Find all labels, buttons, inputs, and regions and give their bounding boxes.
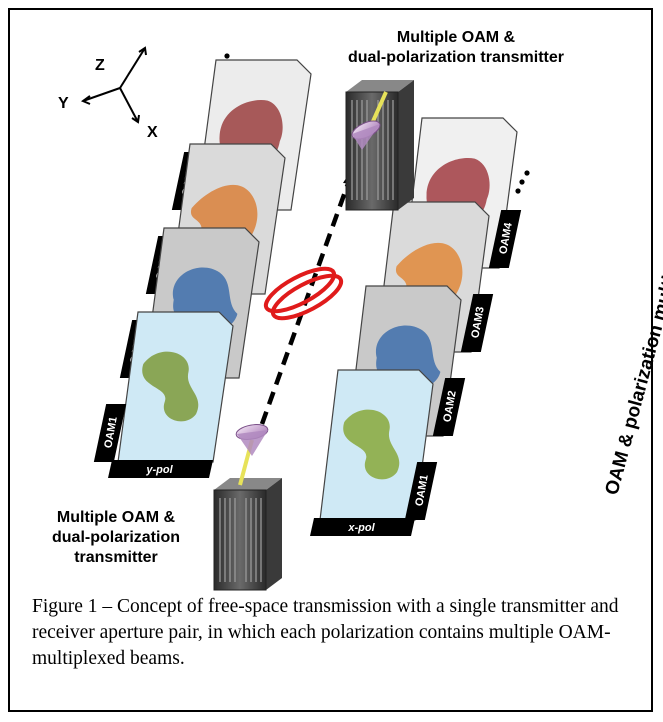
bottom-label-line2: dual-polarization	[52, 529, 180, 546]
y-pol-beam-stack: OAM4OAM3OAM2OAM1y-pol	[93, 59, 312, 478]
y-pol-oam1-panel: OAM1	[93, 311, 234, 463]
y-pol-oam1-tab	[93, 404, 127, 462]
top-label-line1: Multiple OAM &	[397, 29, 516, 46]
y-pol-beam-profile-1	[142, 351, 199, 422]
x-pol-oam2-label: OAM2	[441, 390, 458, 423]
coordinate-axes	[80, 46, 147, 124]
top-label-line2: dual-polarization transmitter	[348, 49, 564, 66]
y-pol-pol-tab: y-pol	[108, 460, 213, 478]
top-lens-icon	[351, 91, 388, 150]
x-axis-label: X	[147, 124, 158, 141]
x-pol-oam3-tab	[460, 294, 494, 352]
figure-frame	[8, 8, 653, 712]
right-stack-more-dots	[515, 170, 530, 194]
z-axis-label: Z	[95, 57, 105, 74]
y-axis-label: Y	[58, 95, 69, 112]
bottom-transmitter-rack-icon	[213, 478, 282, 591]
x-pol-oam1-label: OAM1	[413, 474, 430, 507]
y-pol-oam1-label: OAM1	[102, 416, 119, 449]
x-pol-oam4-label: OAM4	[497, 221, 514, 255]
x-pol-oam1-tab	[404, 462, 438, 520]
figure-caption: Figure 1 – Concept of free-space transmi…	[32, 596, 619, 669]
bottom-label-line3: transmitter	[74, 549, 158, 566]
bottom-label-line1: Multiple OAM &	[57, 509, 176, 526]
y-pol-pol-label: y-pol	[145, 464, 173, 476]
x-pol-oam2-tab	[432, 378, 466, 436]
x-pol-oam4-tab	[488, 210, 522, 268]
x-pol-pol-tab: x-pol	[310, 518, 415, 536]
multiplexed-beam-label: OAM & polarization multiplexed beam	[602, 162, 663, 497]
top-transmitter-rack-icon	[345, 80, 414, 211]
oam-rings-icon	[263, 266, 344, 321]
x-pol-oam3-label: OAM3	[469, 306, 486, 339]
x-pol-pol-label: x-pol	[347, 522, 375, 534]
x-pol-oam1-panel: OAM1	[319, 369, 438, 521]
bottom-lens-icon	[235, 424, 269, 486]
x-pol-beam-profile-1	[343, 409, 400, 480]
